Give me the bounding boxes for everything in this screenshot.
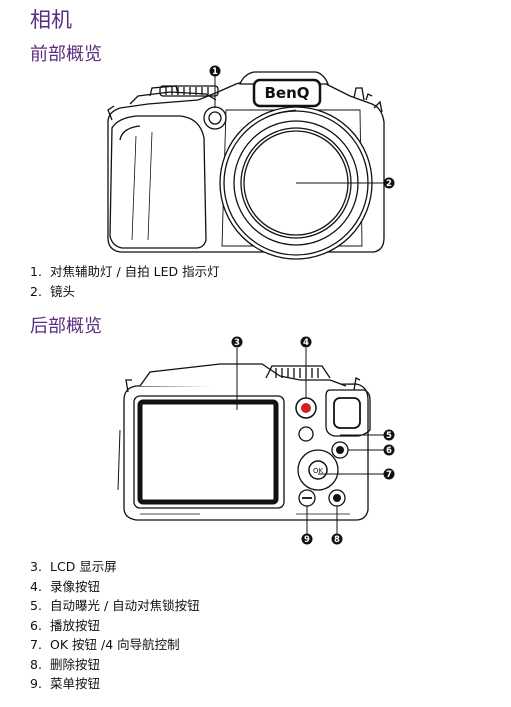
- svg-text:OK: OK: [313, 467, 324, 475]
- front-parts-list: 1.对焦辅助灯 / 自拍 LED 指示灯 2.镜头: [30, 262, 220, 301]
- svg-text:8: 8: [334, 535, 340, 545]
- front-callouts: 1 2: [209, 65, 395, 189]
- list-item: 3.LCD 显示屏: [30, 559, 117, 574]
- svg-text:1: 1: [212, 67, 218, 77]
- list-item: 9.菜单按钮: [30, 676, 101, 691]
- nav-ok-label: OK: [313, 467, 324, 475]
- list-item: 7.OK 按钮 /4 向导航控制: [30, 637, 180, 652]
- list-item: 5.自动曝光 / 自动对焦锁按钮: [30, 598, 200, 613]
- svg-text:2: 2: [386, 179, 392, 189]
- list-item: 2.镜头: [30, 283, 76, 299]
- list-item: 6.播放按钮: [30, 617, 101, 633]
- rear-parts-list: 3.LCD 显示屏 4.录像按钮 5.自动曝光 / 自动对焦锁按钮 6.播放按钮…: [30, 557, 200, 694]
- svg-text:5: 5: [386, 431, 392, 441]
- list-item: 1.对焦辅助灯 / 自拍 LED 指示灯: [30, 264, 220, 279]
- list-item: 8.删除按钮: [30, 656, 101, 672]
- svg-text:7: 7: [386, 470, 392, 480]
- rear-callouts: 3 4 5 6 7 8 9: [231, 336, 395, 545]
- svg-text:9: 9: [304, 535, 310, 545]
- svg-text:6: 6: [386, 446, 392, 456]
- brand-logo: BenQ: [264, 84, 309, 102]
- section-title: 相机: [30, 8, 72, 32]
- front-overview-title: 前部概览: [30, 44, 102, 65]
- svg-text:3: 3: [234, 338, 240, 348]
- svg-text:4: 4: [303, 338, 309, 348]
- camera-front-illustration: [107, 71, 385, 260]
- list-item: 4.录像按钮: [30, 578, 101, 594]
- camera-rear-illustration: [117, 348, 386, 535]
- svg-text:BenQ: BenQ: [264, 84, 309, 102]
- rear-overview-title: 后部概览: [30, 316, 102, 337]
